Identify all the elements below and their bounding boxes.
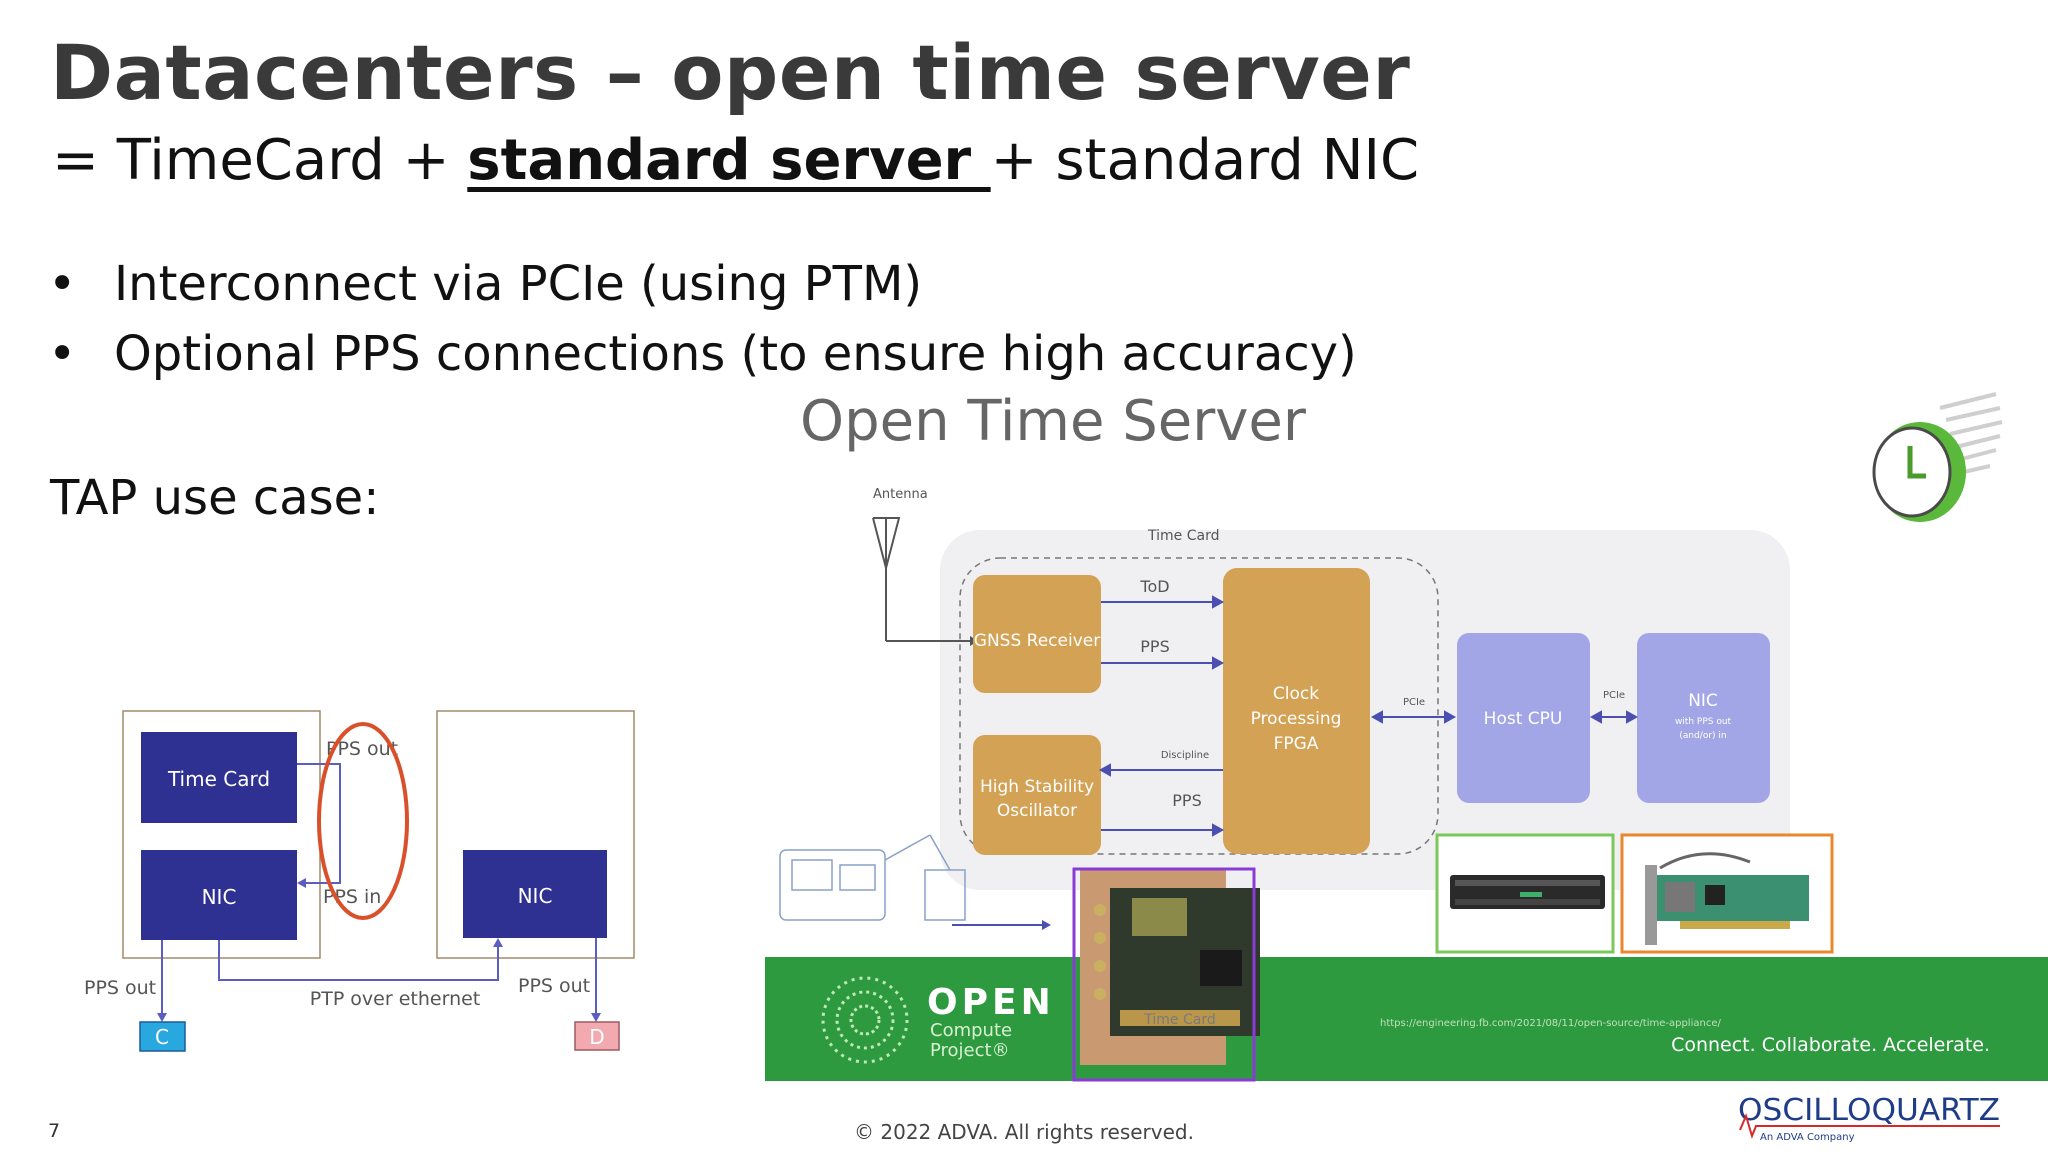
highlight-ellipse xyxy=(317,722,409,920)
time-card-caption: Time Card xyxy=(1143,1012,1215,1028)
nic-sub-2: (and/or) in xyxy=(1679,731,1726,741)
oscillator-label-1: High Stability xyxy=(980,777,1094,797)
discipline-label: Discipline xyxy=(1161,750,1209,761)
time-card-label: Time Card xyxy=(167,767,270,791)
bullet-text: Optional PPS connections (to ensure high… xyxy=(114,326,1357,382)
tod-label: ToD xyxy=(1139,577,1169,596)
fpga-label-1: Clock xyxy=(1273,684,1319,704)
host-cpu-box xyxy=(1457,633,1590,803)
nic-box-left xyxy=(141,850,297,940)
ocp-open-text: OPEN xyxy=(927,982,1055,1023)
fpga-label-2: Processing xyxy=(1251,709,1342,729)
nic-label: NIC xyxy=(1688,691,1718,711)
pps-out-top-label: PPS out xyxy=(326,738,398,760)
ots-title: Open Time Server xyxy=(800,390,1307,454)
antenna-label: Antenna xyxy=(873,487,928,502)
bullet-item: • Interconnect via PCIe (using PTM) xyxy=(48,256,922,312)
ocp-project-text: Project® xyxy=(930,1040,1010,1061)
bullet-item: • Optional PPS connections (to ensure hig… xyxy=(48,326,1357,382)
pps-loop-line xyxy=(297,763,341,884)
source-url: https://engineering.fb.com/2021/08/11/op… xyxy=(1380,1018,1721,1029)
oscilloquartz-logo: OSCILLOQUARTZ An ADVA Company xyxy=(1738,1093,2000,1142)
bullet-dot: • xyxy=(48,326,77,382)
oscillator-box xyxy=(973,735,1101,855)
page-number: 7 xyxy=(48,1120,61,1142)
c-label: C xyxy=(155,1025,169,1049)
tap-use-case-label: TAP use case: xyxy=(50,470,380,526)
logo-text: OSCILLOQUARTZ xyxy=(1738,1093,2000,1128)
ptp-arrow xyxy=(493,938,503,947)
pcie-label-2: PCIe xyxy=(1603,690,1625,701)
logo-wave-icon xyxy=(1739,1113,2000,1140)
pcie-arrows xyxy=(1370,710,1639,724)
nic-label-right: NIC xyxy=(518,884,553,908)
open-time-server-figure: Open Time Server Time Card Antenna GNSS … xyxy=(765,390,2048,1082)
gnss-receiver-box xyxy=(973,575,1101,693)
server-photo xyxy=(1450,875,1605,909)
pps-to-d-arrow xyxy=(591,1013,601,1022)
slide-subtitle: = TimeCard + standard server + standard … xyxy=(52,128,1419,193)
fpga-box xyxy=(1223,568,1370,854)
pps-out-left-label: PPS out xyxy=(84,977,156,999)
d-label: D xyxy=(589,1025,604,1049)
time-card-photo xyxy=(1080,870,1260,1065)
nic-box-right xyxy=(463,850,607,938)
pps-label-2: PPS xyxy=(1172,791,1201,810)
sketch-arrow-head xyxy=(1042,920,1051,930)
oscillator-label-2: Oscillator xyxy=(997,801,1077,821)
subtitle-prefix: = TimeCard + xyxy=(52,128,468,193)
nic-photo xyxy=(1645,852,1809,945)
pcie-label-1: PCIe xyxy=(1403,697,1425,708)
time-card-box xyxy=(141,732,297,823)
subtitle-suffix: + standard NIC xyxy=(990,128,1420,193)
fpga-label-3: FPGA xyxy=(1274,734,1319,754)
ocp-banner xyxy=(765,957,2048,1081)
nic-label-left: NIC xyxy=(202,885,237,909)
subtitle-bold: standard server xyxy=(467,128,991,193)
bullet-dot: • xyxy=(48,256,77,312)
gnss-receiver-label: GNSS Receiver xyxy=(974,631,1100,651)
slide-title: Datacenters – open time server xyxy=(50,28,1411,117)
host-cpu-label: Host CPU xyxy=(1484,709,1563,729)
pps-out-right-label: PPS out xyxy=(518,975,590,997)
server-frame-right xyxy=(436,710,635,959)
ocp-logo-icon xyxy=(821,976,909,1064)
ptp-line xyxy=(218,940,499,981)
logo-subtext: An ADVA Company xyxy=(1760,1132,1855,1142)
time-card-photo-frame xyxy=(1072,867,1256,1082)
ptp-label: PTP over ethernet xyxy=(310,988,481,1010)
pps-to-c-arrow xyxy=(157,1013,167,1022)
bullet-text: Interconnect via PCIe (using PTM) xyxy=(114,256,923,312)
time-card-group-label: Time Card xyxy=(1147,528,1219,544)
nic-sub-1: with PPS out xyxy=(1675,717,1732,727)
signal-arrows xyxy=(1098,595,1225,837)
tap-diagram: Time Card NIC NIC PPS out PPS in PTP ove… xyxy=(84,710,635,1052)
time-card-group-border xyxy=(959,557,1439,855)
pps-label-1: PPS xyxy=(1140,637,1169,656)
d-box xyxy=(574,1021,620,1051)
ocp-tagline: Connect. Collaborate. Accelerate. xyxy=(1671,1034,1990,1056)
hardware-sketch xyxy=(779,834,966,921)
copyright-notice: © 2022 ADVA. All rights reserved. xyxy=(854,1120,1194,1144)
c-box xyxy=(139,1021,186,1052)
nic-box xyxy=(1637,633,1770,803)
clock-icon xyxy=(1872,392,2003,522)
pps-loop-arrow xyxy=(297,878,306,888)
ocp-compute-text: Compute xyxy=(930,1020,1012,1041)
